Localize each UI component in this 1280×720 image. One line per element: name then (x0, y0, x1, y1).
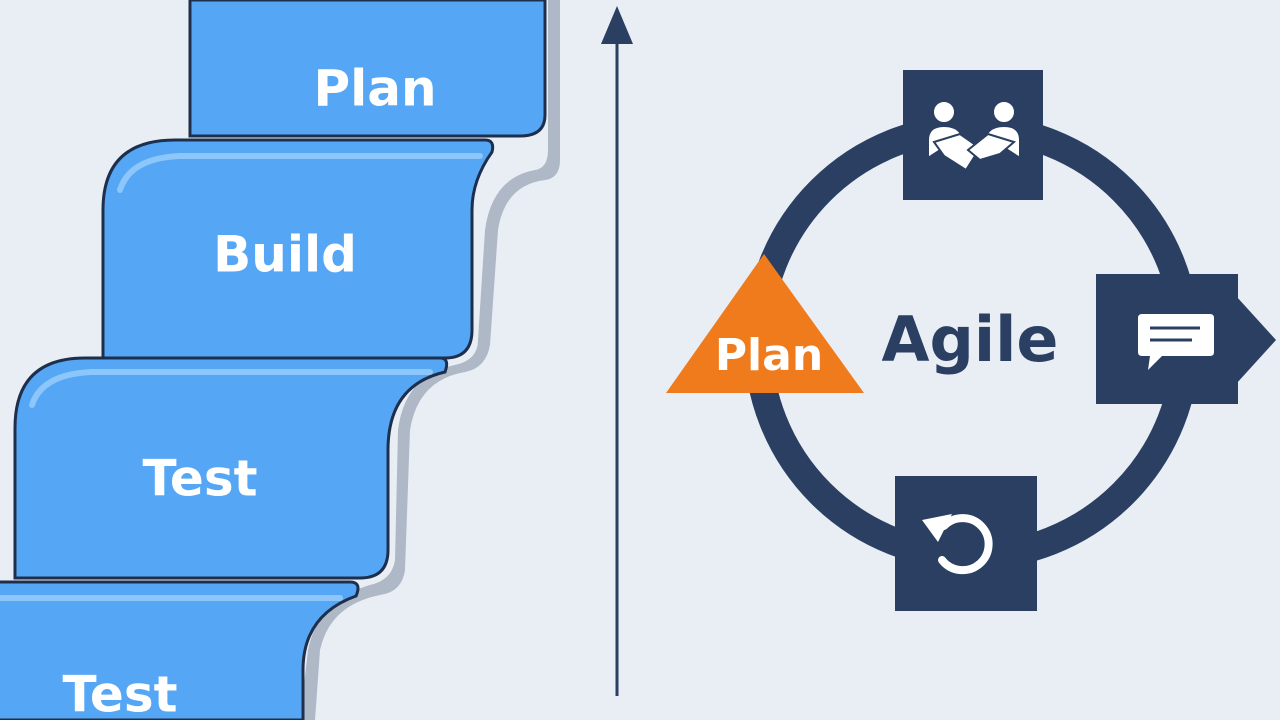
step-test-block (13, 356, 449, 580)
agile-title: Agile (882, 303, 1059, 376)
arrow-head-icon (601, 6, 633, 44)
step-test-highlight (29, 369, 433, 408)
step-plan-block (188, 0, 547, 138)
step-build-highlight (117, 153, 483, 193)
plan-phase-label: Plan (715, 330, 823, 381)
cycle-node-top (903, 70, 1043, 200)
vertical-arrow (601, 6, 633, 696)
cycle-node-right (1096, 274, 1276, 404)
refresh-icon (922, 514, 993, 575)
agile-cycle: Agile (666, 70, 1276, 611)
handshake-icon (927, 100, 1021, 172)
step-plan-label: Plan (313, 60, 436, 118)
step-test-label: Test (142, 450, 257, 508)
plan-triangle (666, 254, 864, 393)
step-test-2-label: Test (62, 666, 177, 720)
waterfall-staircase: Plan Build Test Test (0, 0, 560, 720)
step-build-label: Build (213, 226, 357, 284)
cycle-node-bottom (895, 476, 1037, 611)
step-test-2-block (0, 580, 360, 720)
chat-icon (1138, 314, 1214, 370)
plan-phase-marker: Plan (666, 254, 864, 393)
step-build-block (101, 138, 495, 360)
